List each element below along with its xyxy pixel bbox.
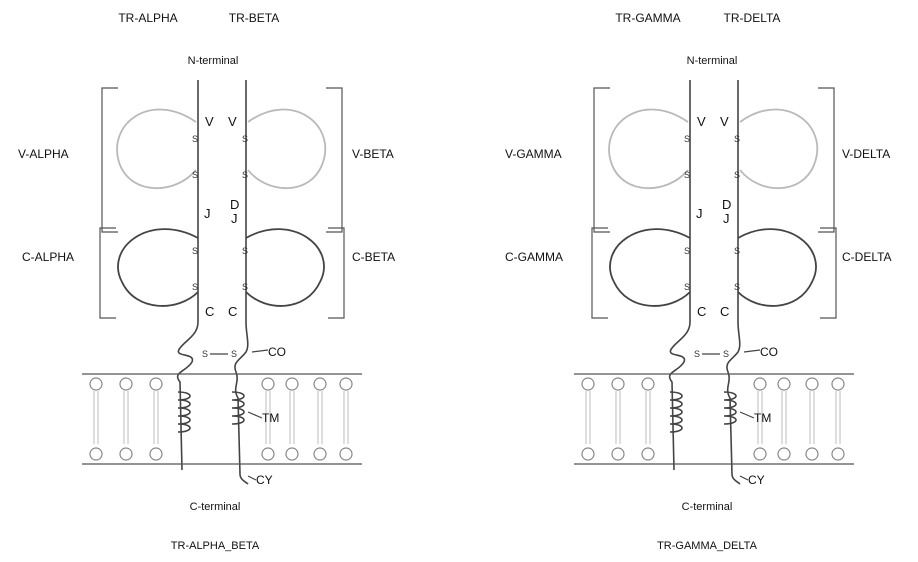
v-right-label: V-BETA xyxy=(352,147,394,161)
c-right-mark: C xyxy=(228,304,237,319)
diagram-alpha-beta: TR-ALPHA TR-BETA N-terminal V-ALPHA V-BE… xyxy=(18,11,395,552)
cy-label: CY xyxy=(256,473,273,487)
c-right-bracket xyxy=(328,227,345,319)
diagram-caption: TR-ALPHA_BETA xyxy=(171,540,260,552)
v-left-label: V-GAMMA xyxy=(505,147,562,161)
c-left-loop xyxy=(117,228,199,307)
s-mark: S xyxy=(684,246,690,256)
v-left-loop xyxy=(608,108,689,190)
j-left-mark: J xyxy=(204,206,211,221)
c-terminal-label: C-terminal xyxy=(682,501,733,513)
s-mark: S xyxy=(684,134,690,144)
v-left-loop xyxy=(116,108,197,190)
s-mark: S xyxy=(684,170,690,180)
c-left-mark: C xyxy=(697,304,706,319)
v-left-bracket xyxy=(593,87,610,233)
s-mark: S xyxy=(192,246,198,256)
left-chain-strand xyxy=(668,80,691,471)
co-pointer xyxy=(251,349,269,353)
s-mark: S xyxy=(734,170,740,180)
lipid-bilayer xyxy=(581,377,845,461)
right-chain-strand xyxy=(234,80,249,485)
lipid-bilayer xyxy=(89,377,353,461)
s-mark: S xyxy=(734,134,740,144)
n-terminal-label: N-terminal xyxy=(687,55,738,67)
c-terminal-label: C-terminal xyxy=(190,501,241,513)
s-mark: S xyxy=(231,349,237,359)
c-left-label: C-ALPHA xyxy=(22,250,74,264)
c-right-loop xyxy=(245,228,325,307)
c-right-bracket xyxy=(820,227,837,319)
c-right-label: C-DELTA xyxy=(842,250,892,264)
co-label: CO xyxy=(760,345,778,359)
left-tm-helix xyxy=(177,391,191,433)
c-left-loop xyxy=(609,228,691,307)
cy-label: CY xyxy=(748,473,765,487)
v-right-bracket xyxy=(818,87,835,233)
v-right-mark: V xyxy=(720,114,729,129)
chain-left-label: TR-ALPHA xyxy=(118,11,177,25)
v-right-mark: V xyxy=(228,114,237,129)
n-terminal-label: N-terminal xyxy=(188,55,239,67)
diagram-gamma-delta: TR-GAMMA TR-DELTA N-terminal V-GAMMA V-D… xyxy=(505,11,892,552)
v-right-label: V-DELTA xyxy=(842,147,890,161)
tm-label: TM xyxy=(754,411,771,425)
v-left-mark: V xyxy=(205,114,214,129)
diagram-caption: TR-GAMMA_DELTA xyxy=(657,540,757,552)
right-tm-helix xyxy=(231,391,245,425)
chain-right-label: TR-DELTA xyxy=(724,11,781,25)
chain-left-label: TR-GAMMA xyxy=(615,11,680,25)
left-tm-helix xyxy=(669,391,683,433)
v-left-label: V-ALPHA xyxy=(18,147,69,161)
s-mark: S xyxy=(192,170,198,180)
tm-pointer xyxy=(247,411,263,419)
s-mark: S xyxy=(734,246,740,256)
right-chain-strand xyxy=(726,80,741,485)
d-mark: D xyxy=(230,197,239,212)
left-chain-strand xyxy=(176,80,199,471)
s-mark: S xyxy=(734,282,740,292)
chain-right-label: TR-BETA xyxy=(229,11,279,25)
tm-label: TM xyxy=(262,411,279,425)
s-mark: S xyxy=(192,134,198,144)
s-mark: S xyxy=(694,349,700,359)
j-left-mark: J xyxy=(696,206,703,221)
v-right-loop xyxy=(739,108,819,190)
v-right-loop xyxy=(247,108,327,190)
c-right-mark: C xyxy=(720,304,729,319)
tm-pointer xyxy=(739,411,755,419)
s-mark: S xyxy=(684,282,690,292)
s-mark: S xyxy=(242,134,248,144)
s-mark: S xyxy=(242,170,248,180)
d-mark: D xyxy=(722,197,731,212)
j-right-mark: J xyxy=(231,211,238,226)
c-left-bracket xyxy=(591,227,608,319)
cy-pointer xyxy=(739,475,749,481)
co-label: CO xyxy=(268,345,286,359)
cy-pointer xyxy=(247,475,257,481)
co-pointer xyxy=(743,349,761,353)
c-right-loop xyxy=(737,228,817,307)
s-mark: S xyxy=(202,349,208,359)
v-right-bracket xyxy=(326,87,343,233)
v-left-mark: V xyxy=(697,114,706,129)
s-mark: S xyxy=(723,349,729,359)
c-left-label: C-GAMMA xyxy=(505,250,563,264)
s-mark: S xyxy=(242,246,248,256)
s-mark: S xyxy=(242,282,248,292)
right-tm-helix xyxy=(723,391,737,425)
c-left-mark: C xyxy=(205,304,214,319)
c-right-label: C-BETA xyxy=(352,250,395,264)
s-mark: S xyxy=(192,282,198,292)
j-right-mark: J xyxy=(723,211,730,226)
c-left-bracket xyxy=(99,227,116,319)
v-left-bracket xyxy=(101,87,118,233)
